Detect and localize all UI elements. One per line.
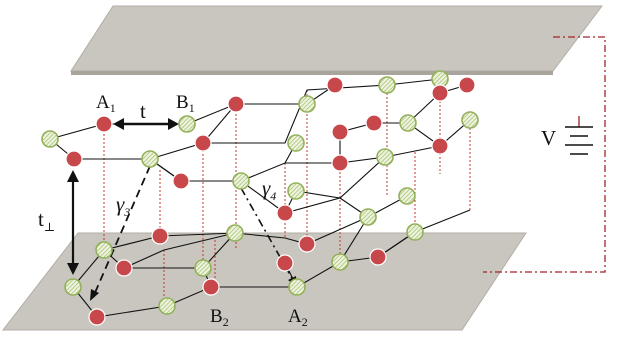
bottom-layer-atoms — [64, 223, 424, 326]
atom-red — [88, 308, 106, 326]
atom-red — [331, 154, 349, 172]
atom-red — [298, 235, 316, 253]
atom-green — [378, 76, 396, 94]
atom-green — [376, 148, 394, 166]
t-hopping-arrow — [113, 118, 179, 130]
atom-red — [227, 95, 245, 113]
atom-red — [331, 123, 349, 141]
atom-red — [115, 259, 133, 277]
atom-green — [359, 208, 377, 226]
label-t-perp: t⊥ — [38, 207, 55, 234]
atom-green — [141, 150, 159, 168]
bottom-gate-plate — [1, 232, 527, 331]
top-layer-atoms — [41, 70, 479, 226]
label-b2: B2 — [210, 306, 229, 329]
label-gamma4: γ4 — [262, 176, 276, 203]
atom-green — [399, 114, 417, 132]
atom-red — [151, 227, 169, 245]
atom-green — [41, 130, 59, 148]
atom-red — [172, 172, 190, 190]
atom-red — [369, 248, 387, 266]
label-a1: A1 — [96, 92, 116, 115]
label-b1: B1 — [176, 92, 195, 115]
atom-red — [276, 254, 294, 272]
atom-green — [95, 241, 113, 259]
atom-green — [194, 259, 212, 277]
t-perp-hopping-arrow — [67, 170, 79, 275]
atom-green — [298, 95, 316, 113]
atom-green-a2 — [288, 278, 306, 296]
atom-green — [287, 134, 305, 152]
top-gate-plate-edge — [71, 71, 553, 75]
atom-green — [232, 172, 250, 190]
atom-red — [202, 278, 220, 296]
atom-green — [64, 278, 82, 296]
atom-red — [365, 114, 383, 132]
atom-red — [276, 204, 294, 222]
atom-green — [398, 187, 416, 205]
atom-red — [326, 76, 344, 94]
atom-green — [461, 111, 479, 129]
atom-red — [458, 76, 476, 94]
atom-green-b1 — [178, 115, 196, 133]
battery-icon — [565, 116, 593, 155]
atom-green — [287, 182, 305, 200]
voltage-label: V — [541, 126, 556, 150]
atom-red — [431, 137, 449, 155]
label-gamma3: γ3 — [116, 192, 130, 219]
top-gate-plate — [70, 5, 604, 72]
atom-green — [331, 253, 349, 271]
atom-green — [226, 224, 244, 242]
atom-red — [194, 134, 212, 152]
atom-green-b2 — [158, 297, 176, 315]
label-t: t — [140, 99, 146, 123]
atom-red-a1 — [95, 115, 113, 133]
label-a2: A2 — [288, 306, 308, 329]
gamma3-hopping-arrow — [90, 165, 151, 301]
atom-red — [431, 84, 449, 102]
atom-red — [65, 150, 83, 168]
voltage-circuit — [483, 36, 606, 273]
atom-green — [406, 223, 424, 241]
